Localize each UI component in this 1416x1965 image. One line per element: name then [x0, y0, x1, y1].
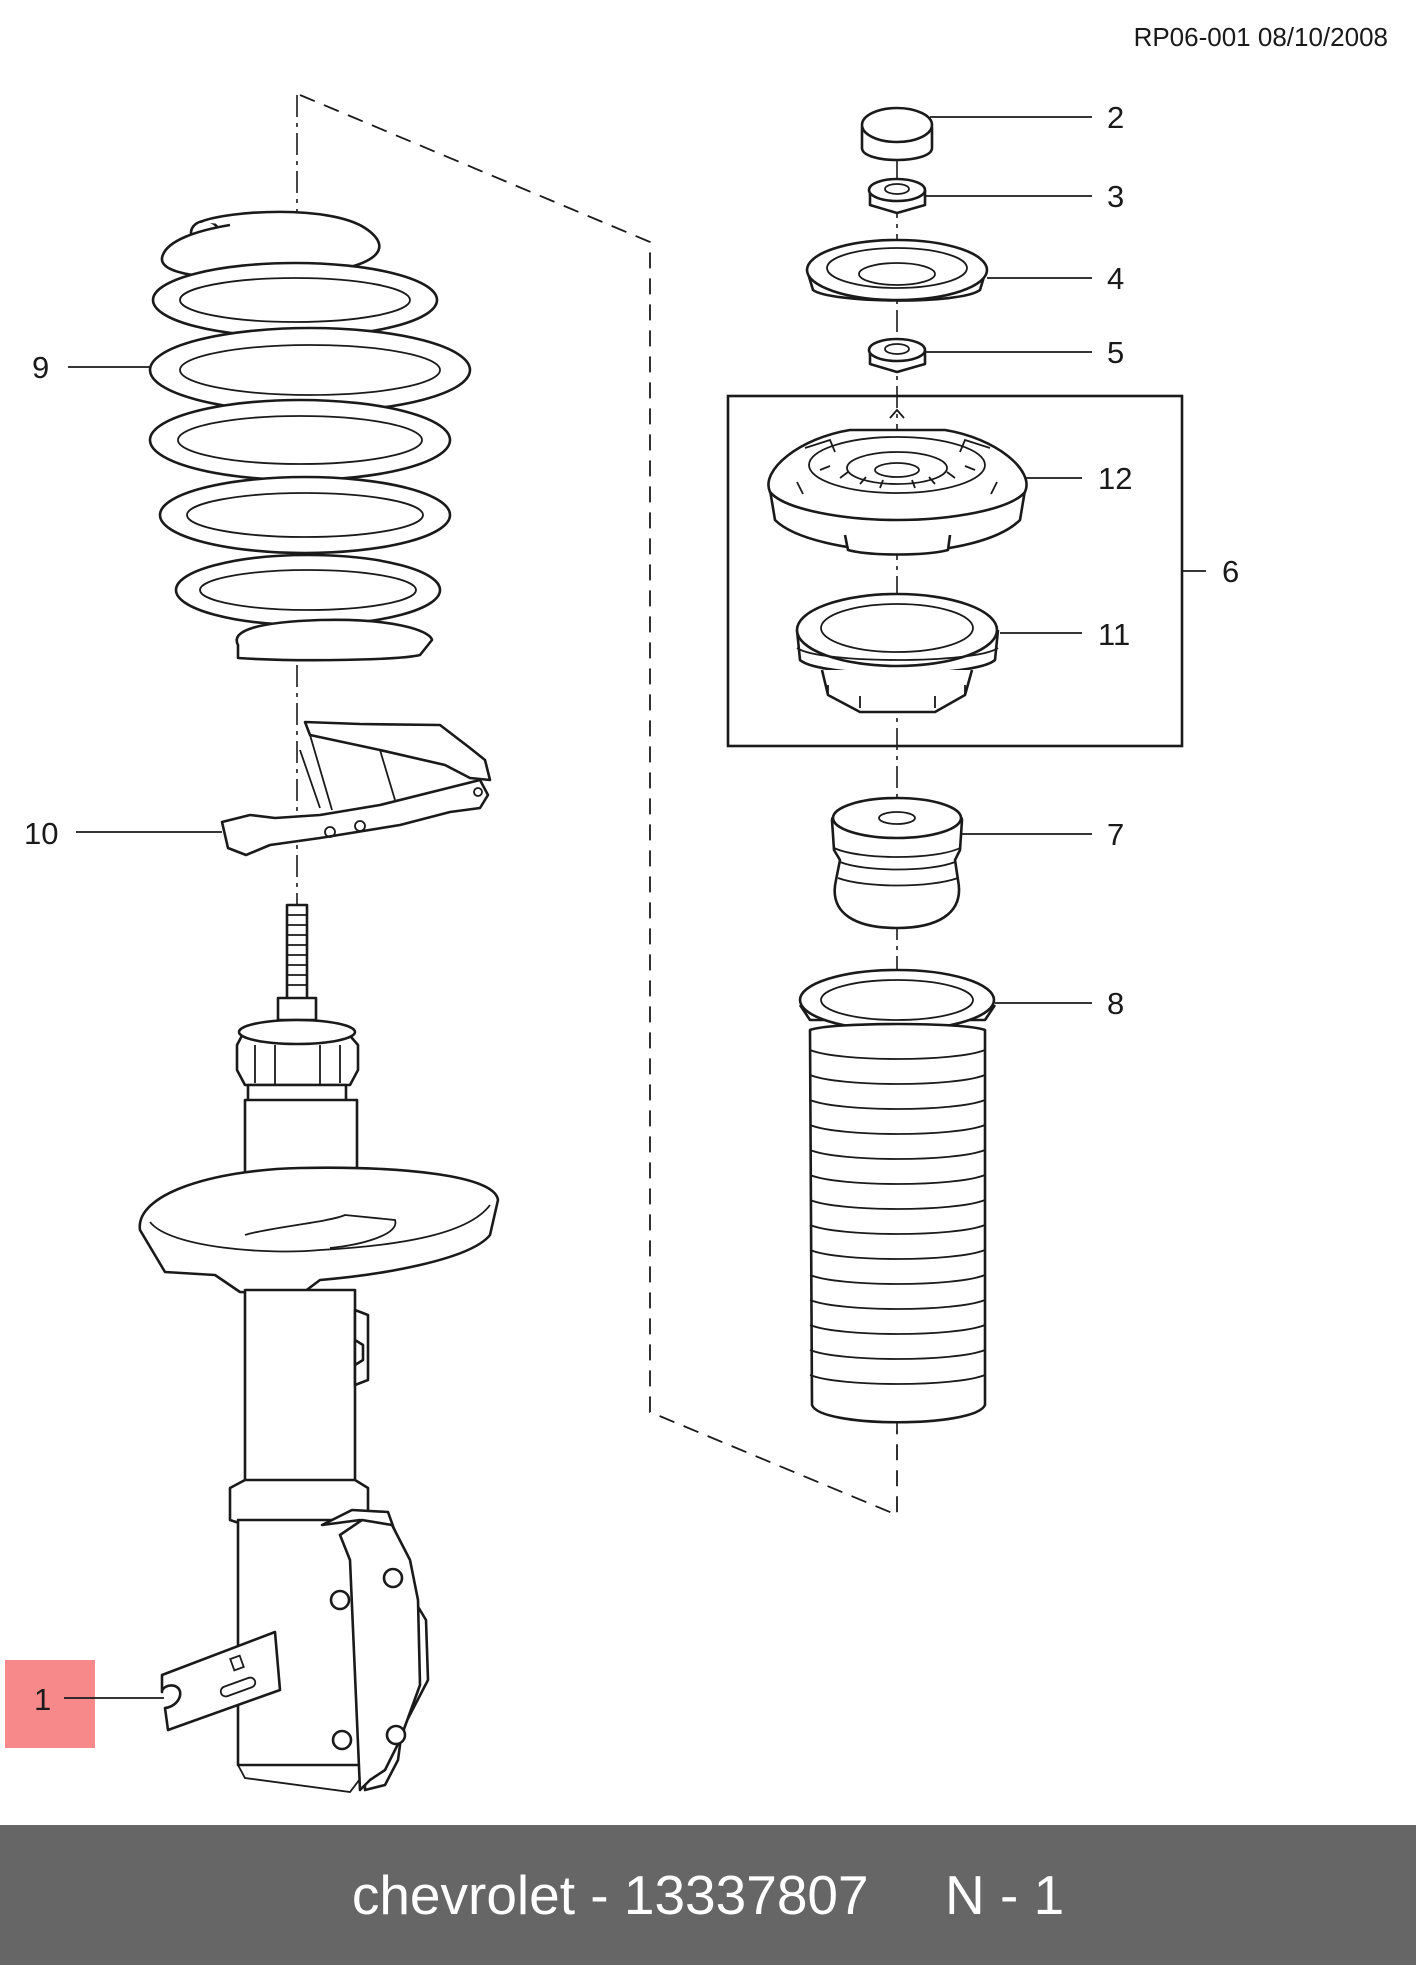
strut-rod: [276, 903, 318, 1022]
callout-8: 8: [1107, 986, 1124, 1021]
callout-9: 9: [32, 350, 49, 385]
callout-7: 7: [1107, 817, 1124, 852]
callout-6: 6: [1222, 554, 1239, 589]
knuckle-mount-bracket: [320, 1508, 430, 1792]
bump-stop: [830, 796, 964, 930]
mount-bearing: [795, 592, 1000, 714]
hose-bracket: [160, 1630, 282, 1732]
strut-mount: [767, 408, 1028, 556]
callout-5: 5: [1107, 335, 1124, 370]
upper-spring-seat: [220, 720, 492, 857]
callout-12: 12: [1098, 461, 1132, 496]
lower-spring-seat: [138, 1166, 500, 1297]
callout-3: 3: [1107, 179, 1124, 214]
dust-cap: [860, 106, 934, 162]
lower-nut: [867, 337, 927, 374]
callout-1-highlight: [5, 1660, 95, 1748]
mount-washer: [805, 238, 989, 302]
coil-spring: [148, 210, 472, 662]
drawing-reference: RP06-001 08/10/2008: [1134, 22, 1388, 52]
callout-11: 11: [1098, 617, 1130, 652]
footer-caption: chevrolet - 13337807 N - 1: [351, 1864, 1065, 1926]
callout-2: 2: [1107, 100, 1124, 135]
strut-top-cap: [235, 1018, 360, 1105]
upper-nut: [867, 177, 927, 215]
callout-4: 4: [1107, 261, 1124, 296]
dust-boot: [798, 968, 997, 1424]
callout-10: 10: [24, 816, 58, 851]
leader-lines: [64, 116, 1206, 1699]
footer-bar: chevrolet - 13337807 N - 1: [0, 1825, 1416, 1965]
guide-dashed-line: [299, 94, 898, 1517]
callout-1: 1: [34, 1682, 51, 1717]
